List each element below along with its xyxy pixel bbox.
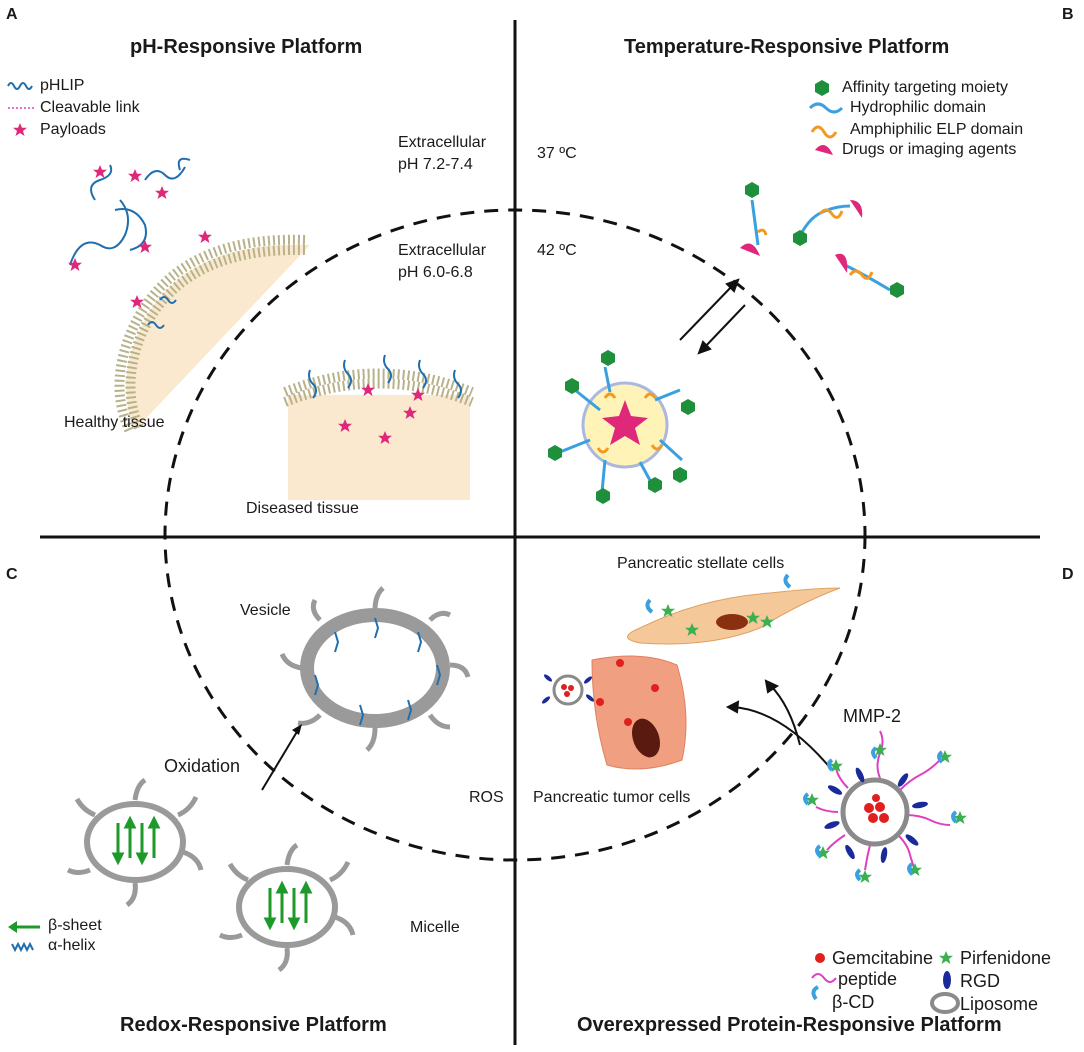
legend-hydrophilic-domain: Hydrophilic domain bbox=[850, 99, 987, 116]
ros-label: ROS bbox=[469, 789, 504, 806]
panel-d-letter: D bbox=[1062, 566, 1074, 583]
legend-beta-cd: β-CD bbox=[832, 992, 875, 1012]
panel-d-title: Overexpressed Protein-Responsive Platfor… bbox=[577, 1014, 1002, 1036]
panel-a-letter: A bbox=[6, 6, 18, 23]
legend-cleavable-link: Cleavable link bbox=[40, 99, 140, 116]
tumor-cells-label: Pancreatic tumor cells bbox=[533, 789, 691, 806]
micelle-label: Micelle bbox=[410, 919, 460, 936]
extracellular-outer-ph: pH 7.2-7.4 bbox=[398, 156, 473, 173]
panel-b-letter: B bbox=[1062, 6, 1074, 23]
legend-liposome: Liposome bbox=[960, 994, 1039, 1014]
micelle-lower bbox=[218, 842, 356, 973]
diseased-tissue-membrane bbox=[283, 354, 474, 500]
legend-alpha-helix: α-helix bbox=[48, 937, 96, 954]
micelle-upper bbox=[66, 777, 204, 908]
panel-c-title: Redox-Responsive Platform bbox=[120, 1014, 387, 1036]
mmp2-label: MMP-2 bbox=[843, 706, 901, 726]
vesicle-graphic bbox=[279, 586, 471, 752]
oxidation-arrow bbox=[261, 724, 302, 791]
legend-peptide: peptide bbox=[838, 969, 898, 989]
extracellular-inner-ph: pH 6.0-6.8 bbox=[398, 264, 473, 281]
panel-a-legend-graphics bbox=[7, 82, 34, 136]
free-phlip-peptides bbox=[69, 157, 191, 266]
elp-micelle bbox=[548, 350, 695, 504]
legend-gemcitabine: Gemcitabine bbox=[832, 948, 934, 968]
oxidation-label: Oxidation bbox=[164, 756, 241, 776]
legend-rgd: RGD bbox=[960, 971, 1000, 991]
legend-payloads: Payloads bbox=[40, 121, 106, 138]
legend-affinity-moiety: Affinity targeting moiety bbox=[842, 79, 1009, 96]
tumor-cell bbox=[591, 655, 687, 770]
mmp2-split-arrow bbox=[725, 679, 833, 771]
free-elp-conjugates bbox=[740, 182, 904, 298]
panel-b-legend-graphics bbox=[808, 80, 844, 155]
panel-c-legend-graphics bbox=[8, 921, 40, 953]
healthy-tissue-label: Healthy tissue bbox=[64, 414, 165, 431]
legend-pirfenidone: Pirfenidone bbox=[960, 948, 1052, 968]
equilibrium-arrows bbox=[679, 278, 746, 355]
legend-drugs-imaging: Drugs or imaging agents bbox=[842, 141, 1017, 158]
panel-a-title: pH-Responsive Platform bbox=[130, 36, 363, 58]
extracellular-inner-label: Extracellular bbox=[398, 242, 487, 259]
legend-amphiphilic-elp: Amphiphilic ELP domain bbox=[850, 121, 1024, 138]
stellate-cells-label: Pancreatic stellate cells bbox=[617, 555, 785, 572]
legend-phlip: pHLIP bbox=[40, 77, 85, 94]
legend-beta-sheet: β-sheet bbox=[48, 917, 102, 934]
panel-c-letter: C bbox=[6, 566, 18, 583]
vesicle-label: Vesicle bbox=[240, 602, 291, 619]
extracellular-outer-label: Extracellular bbox=[398, 134, 487, 151]
functional-liposome bbox=[803, 730, 967, 883]
temp-42-label: 42 ºC bbox=[537, 242, 577, 259]
temp-37-label: 37 ºC bbox=[537, 145, 577, 162]
diseased-tissue-label: Diseased tissue bbox=[246, 500, 359, 517]
dashed-circle bbox=[163, 208, 867, 862]
stellate-cell bbox=[627, 573, 841, 645]
panel-d-legend-graphics bbox=[811, 951, 960, 1014]
healthy-tissue-membrane bbox=[114, 234, 310, 435]
panel-b-title: Temperature-Responsive Platform bbox=[624, 36, 950, 58]
small-liposome bbox=[541, 674, 595, 706]
